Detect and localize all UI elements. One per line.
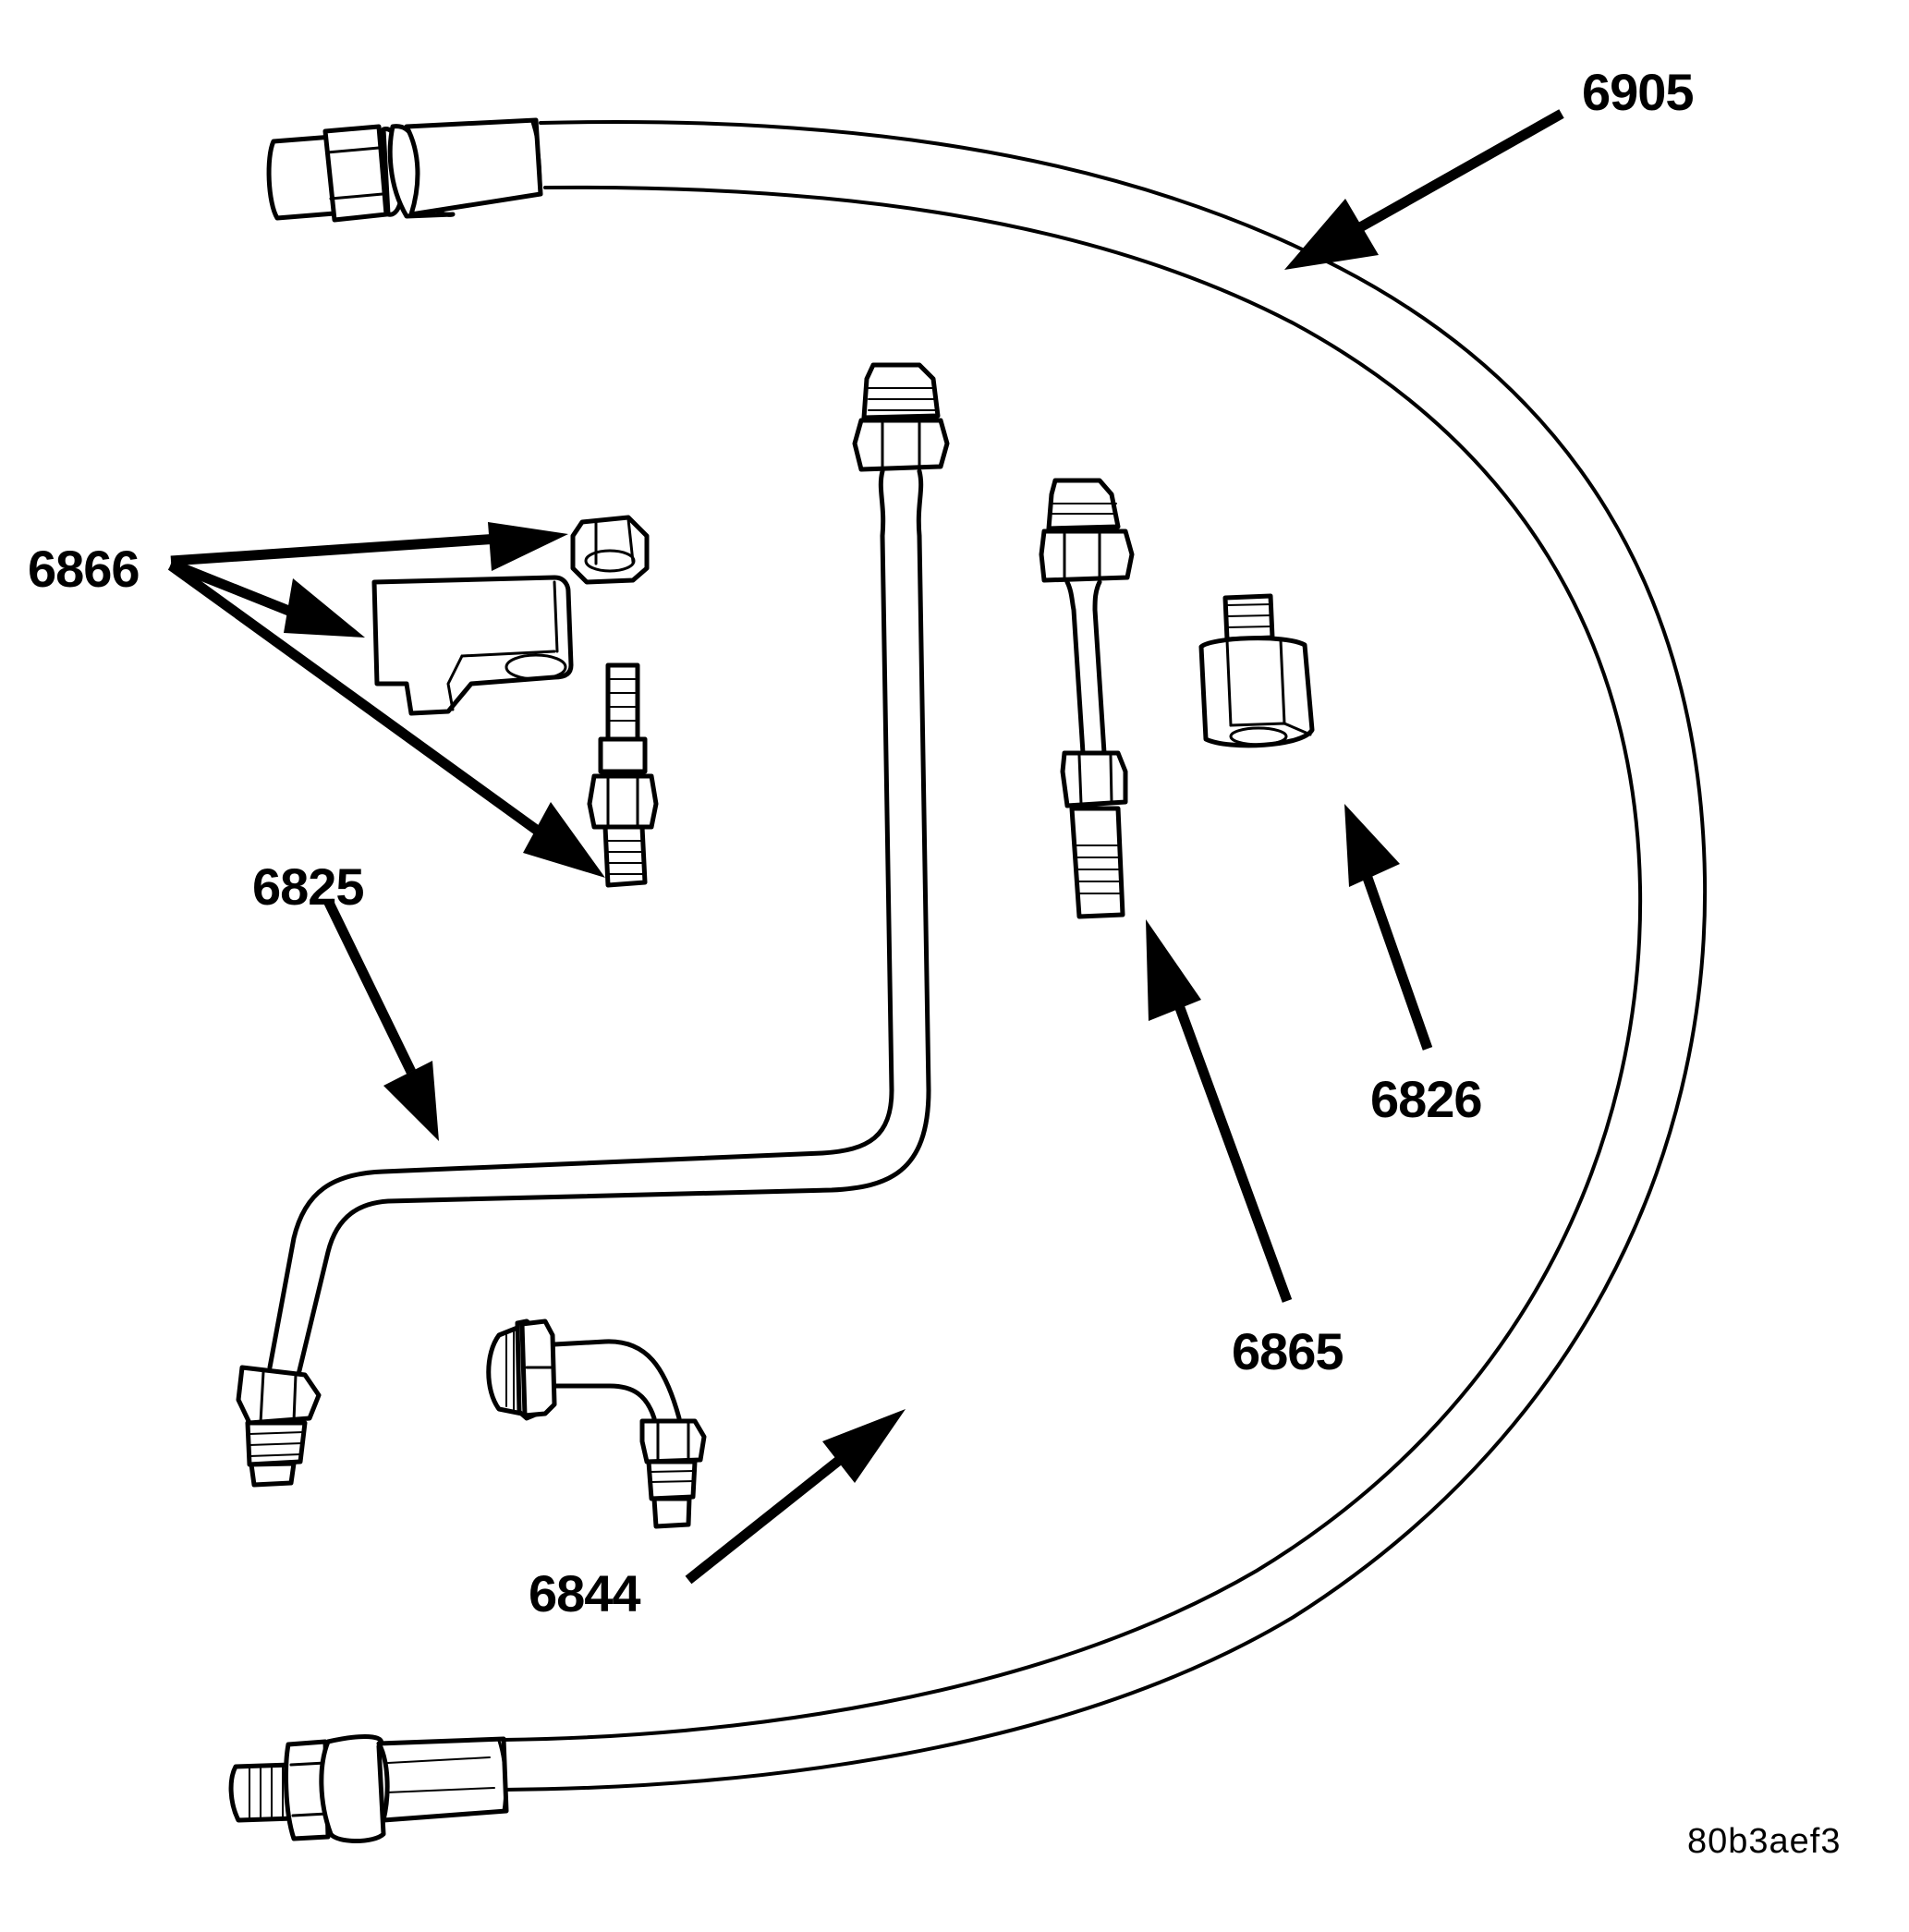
part-6865-straight-tube	[1039, 478, 1135, 919]
arrow-6825	[323, 898, 439, 1141]
callout-6905: 6905	[1582, 63, 1695, 121]
arrow-6866-nut	[170, 522, 568, 571]
part-6905-hose	[228, 117, 1708, 1843]
part-6826-adapter	[1198, 593, 1315, 748]
hose-top-fitting	[266, 117, 543, 223]
part-6844-elbow	[486, 1318, 707, 1529]
arrow-6865	[1146, 919, 1293, 1303]
callout-6844: 6844	[529, 1564, 641, 1622]
arrow-6905	[1284, 109, 1564, 270]
callout-6865: 6865	[1232, 1322, 1344, 1380]
bent-tube-outer-line	[267, 468, 894, 1370]
callout-6826: 6826	[1370, 1070, 1483, 1128]
leader-arrows	[167, 109, 1564, 1585]
hose-bottom-fitting	[228, 1734, 509, 1843]
arrow-6866-bracket	[168, 558, 365, 638]
part-6866-set	[371, 515, 659, 888]
arrow-6826	[1344, 804, 1433, 1051]
hex-nut	[570, 515, 650, 585]
bent-tube-inner-line	[293, 468, 931, 1389]
bracket	[371, 575, 574, 716]
double-ended-fitting	[587, 662, 659, 888]
arrow-6844	[685, 1409, 906, 1585]
hose-outer-edge	[502, 119, 1708, 1792]
callout-6866: 6866	[28, 540, 140, 598]
bent-tube-top-fitting	[852, 362, 950, 472]
hose-inner-edge	[502, 185, 1643, 1742]
callout-6825: 6825	[252, 857, 365, 916]
arrow-6866-fitting	[167, 561, 605, 878]
part-6825-bent-tube	[236, 362, 950, 1488]
figure-id: 80b3aef3	[1687, 1822, 1842, 1861]
bent-tube-bottom-fitting	[236, 1365, 322, 1488]
